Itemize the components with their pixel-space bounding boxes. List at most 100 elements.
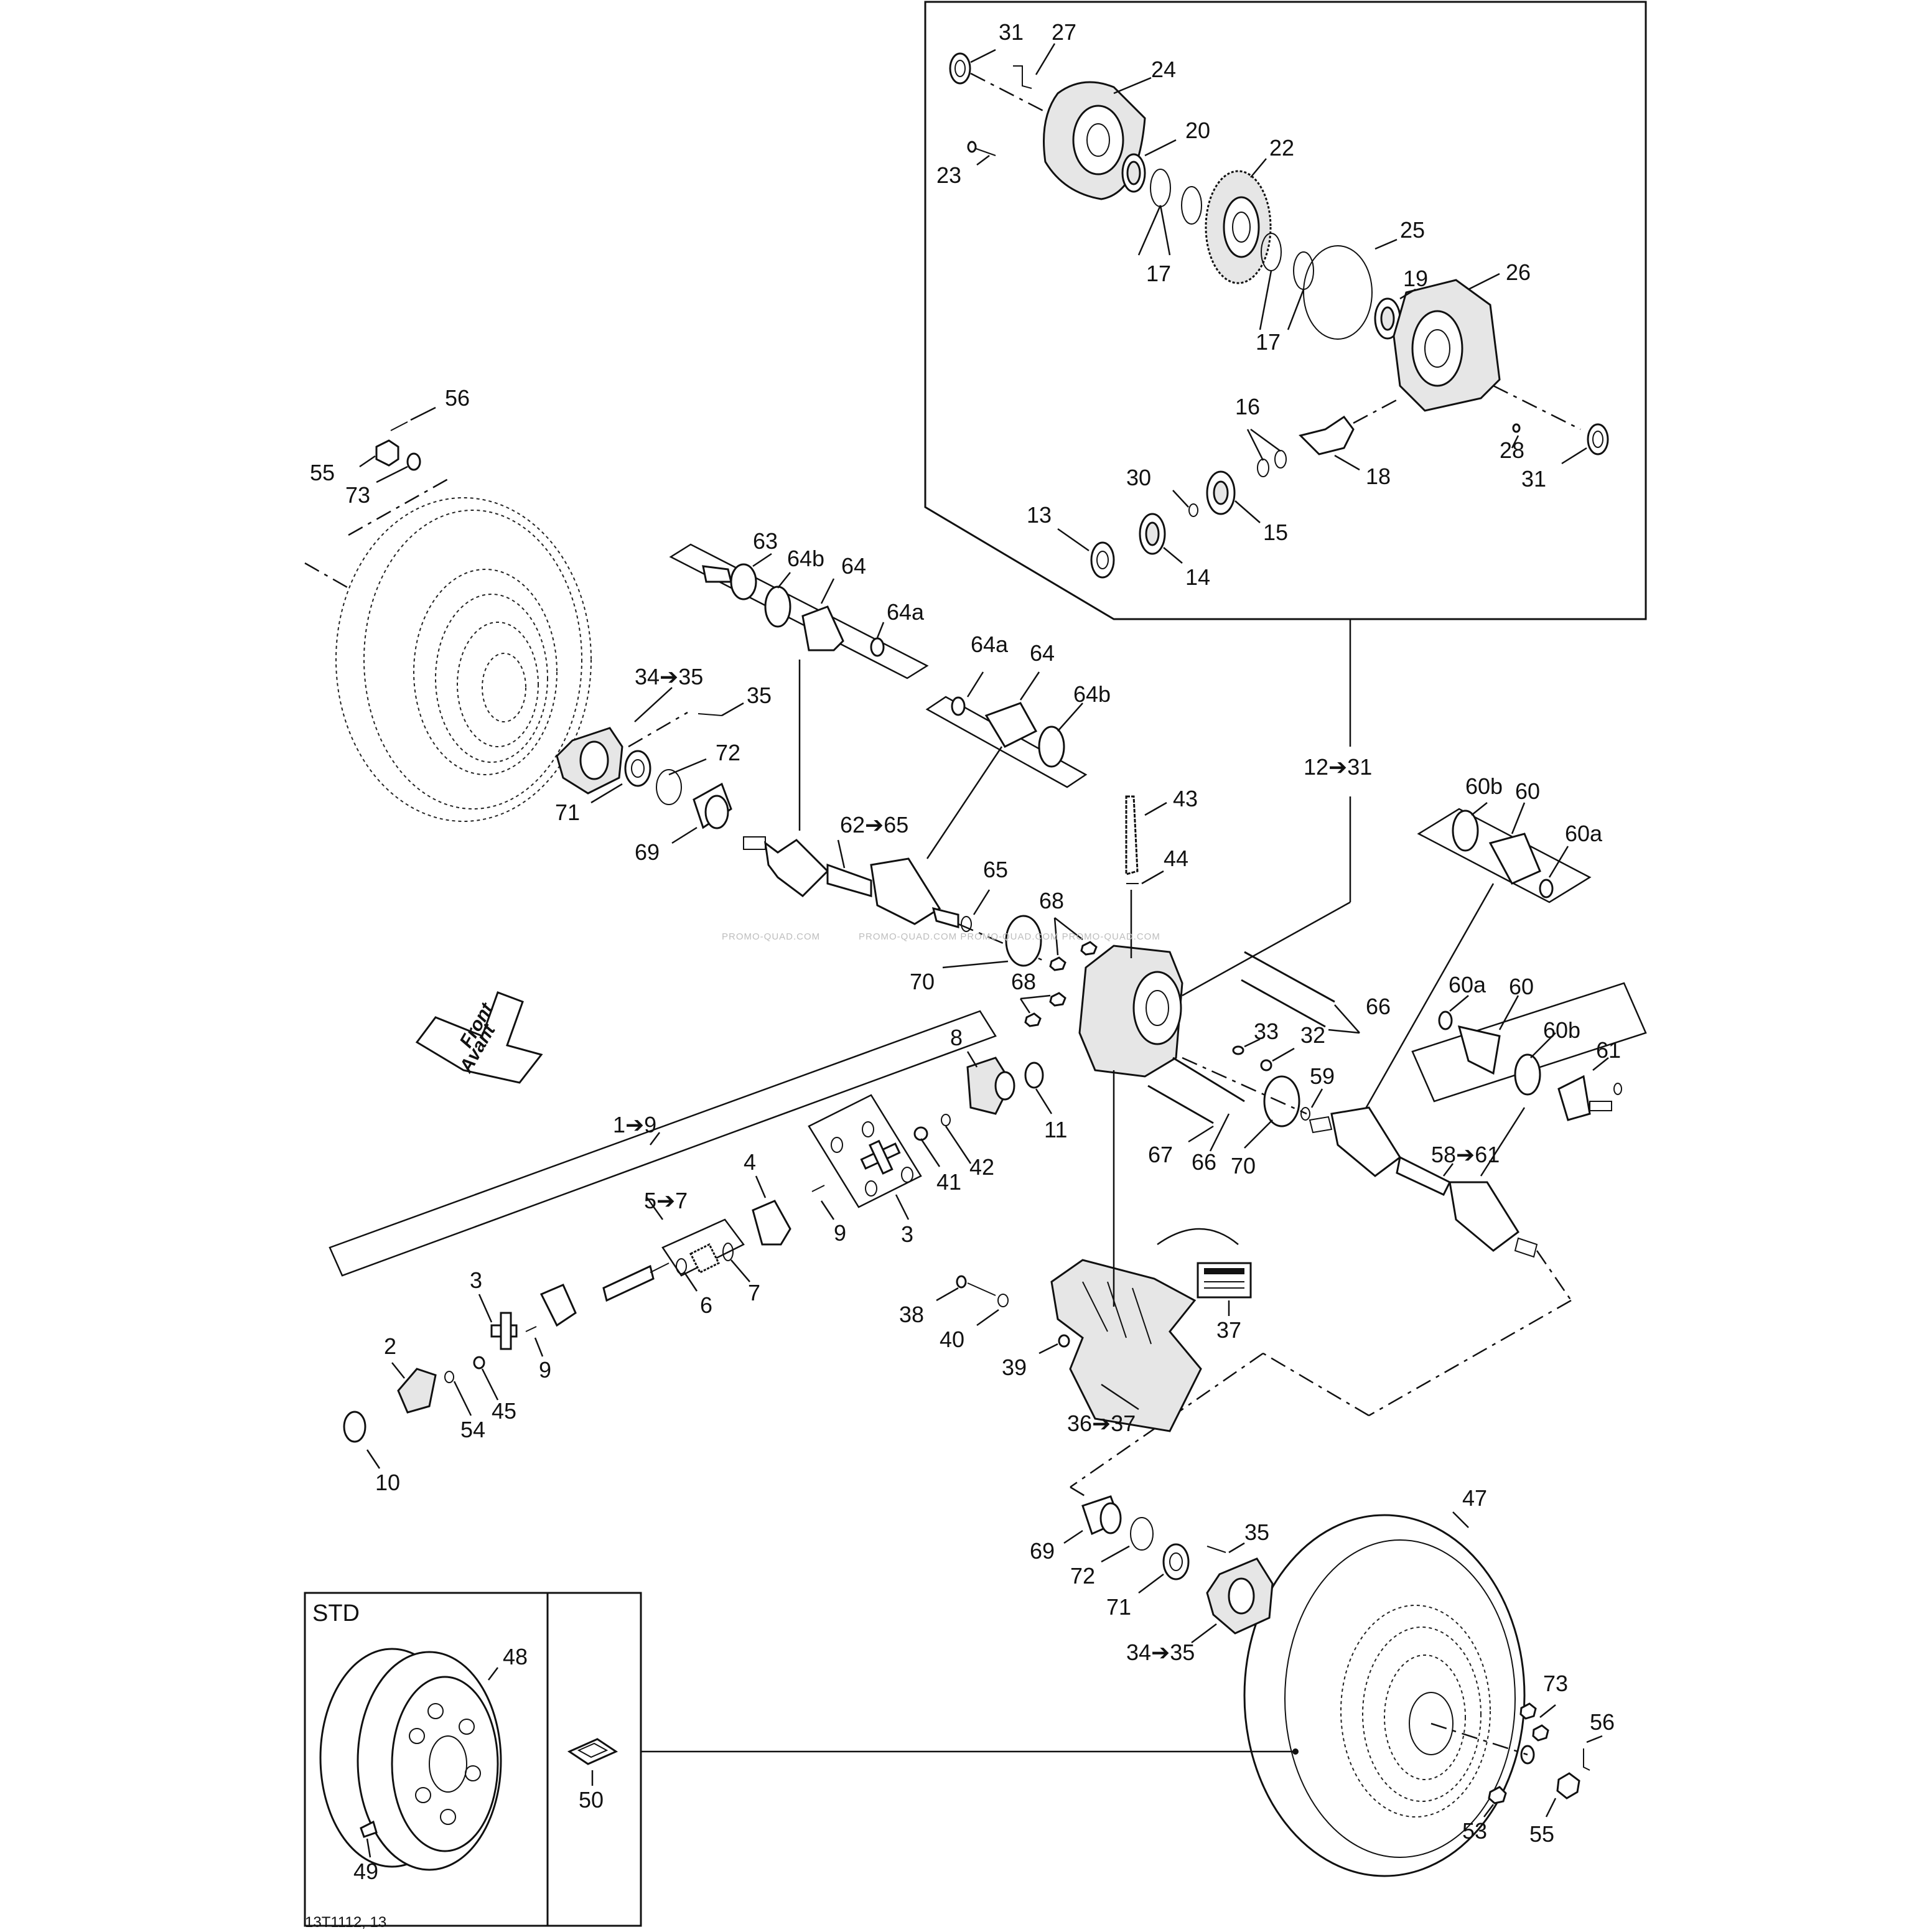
boot-64-lower <box>984 702 1038 748</box>
seal-70-upper <box>1005 915 1042 967</box>
label-71b: 71 <box>1106 1594 1131 1620</box>
label-60b-b: 60b <box>1543 1017 1580 1043</box>
label-4: 4 <box>744 1149 756 1175</box>
label-1-9: 1➔9 <box>613 1112 656 1137</box>
clamp-64b-lower <box>1038 726 1065 768</box>
label-54: 54 <box>460 1417 485 1442</box>
label-35a: 35 <box>747 683 772 708</box>
label-33: 33 <box>1254 1019 1279 1044</box>
nut-68b <box>1049 956 1066 971</box>
label-64a-b: 64a <box>971 632 1009 657</box>
nut-73-right-upper <box>1519 1702 1537 1720</box>
std-label: STD <box>312 1600 360 1626</box>
propeller-shaft <box>539 1262 670 1327</box>
label-3b: 3 <box>470 1267 482 1293</box>
bearing-69-left <box>693 782 732 829</box>
label-31a: 31 <box>999 19 1024 45</box>
label-2: 2 <box>384 1333 396 1359</box>
label-30: 30 <box>1126 465 1151 490</box>
label-69b: 69 <box>1030 1538 1055 1564</box>
o-ring-72-right <box>1130 1517 1154 1551</box>
label-61: 61 <box>1596 1037 1621 1063</box>
right-wheel-47 <box>1243 1514 1526 1877</box>
label-28: 28 <box>1500 437 1524 463</box>
label-60a-b: 60a <box>1449 972 1486 997</box>
clamp-60a-lower <box>1438 1010 1453 1030</box>
clamp-60a-upper <box>1539 879 1554 898</box>
o-ring-72-left <box>656 769 682 805</box>
yoke-8 <box>966 1057 1015 1115</box>
label-53: 53 <box>1462 1818 1487 1844</box>
label-66b: 66 <box>1192 1149 1216 1175</box>
clamp-64a-upper <box>870 637 885 657</box>
cover-24 <box>1043 81 1146 200</box>
label-56b: 56 <box>1590 1709 1615 1735</box>
label-8: 8 <box>950 1025 963 1050</box>
washer-40 <box>997 1294 1009 1307</box>
ring-65 <box>961 916 972 932</box>
label-11: 11 <box>1044 1117 1067 1142</box>
nut-68d <box>1024 1012 1042 1027</box>
label-56a: 56 <box>445 385 470 411</box>
washer-73-left <box>406 452 421 471</box>
label-7: 7 <box>748 1280 760 1305</box>
differential-housing <box>1078 945 1183 1078</box>
label-64a-a: 64a <box>887 599 925 625</box>
label-69a: 69 <box>635 839 660 865</box>
nut-55-right <box>1556 1772 1580 1799</box>
yoke-2 <box>397 1368 437 1414</box>
decal-50 <box>567 1738 618 1765</box>
label-40: 40 <box>940 1327 964 1352</box>
clamp-64a-lower <box>951 696 966 716</box>
washer-42 <box>941 1114 951 1126</box>
seal-70-lower <box>1263 1075 1300 1127</box>
label-6: 6 <box>700 1292 712 1318</box>
boot-64-upper <box>801 605 844 651</box>
label-64b-b: 64b <box>1073 681 1111 707</box>
label-66a: 66 <box>1366 994 1391 1019</box>
label-39: 39 <box>1002 1355 1027 1380</box>
label-71a: 71 <box>555 800 580 825</box>
label-26: 26 <box>1506 259 1531 285</box>
label-31b: 31 <box>1521 466 1546 492</box>
label-60b-a: 60b <box>1465 773 1503 799</box>
label-38: 38 <box>899 1302 924 1327</box>
shim-16b <box>1274 450 1287 469</box>
label-22: 22 <box>1269 135 1294 161</box>
label-50: 50 <box>579 1787 604 1813</box>
boot-6 <box>676 1243 721 1274</box>
label-62-65: 62➔65 <box>840 812 908 838</box>
shim-16a <box>1257 459 1269 477</box>
seal-31-top <box>949 52 971 85</box>
nut-68a <box>1080 941 1098 956</box>
label-49: 49 <box>353 1859 378 1884</box>
label-44: 44 <box>1164 846 1188 871</box>
label-72b: 72 <box>1070 1563 1095 1589</box>
screw-28 <box>1512 423 1521 433</box>
label-14: 14 <box>1185 564 1210 590</box>
label-32: 32 <box>1300 1022 1325 1048</box>
ring-30 <box>1188 503 1198 517</box>
bracket-60-upper <box>1417 808 1592 903</box>
bracket-1-9 <box>329 1010 997 1277</box>
label-43: 43 <box>1173 786 1198 811</box>
label-17b: 17 <box>1256 329 1281 355</box>
label-58-61: 58➔61 <box>1431 1142 1500 1167</box>
label-70a: 70 <box>910 969 935 994</box>
cv-joint-61 <box>1557 1075 1622 1121</box>
label-68a: 68 <box>1039 888 1064 913</box>
label-16: 16 <box>1235 394 1260 419</box>
bearing-20 <box>1121 153 1146 193</box>
label-13: 13 <box>1027 502 1052 528</box>
label-15: 15 <box>1263 520 1288 545</box>
label-9a: 9 <box>834 1220 846 1246</box>
label-36-37: 36➔37 <box>1067 1411 1136 1436</box>
differential-detail-frame <box>924 1 1647 620</box>
ring-59 <box>1300 1107 1310 1121</box>
cv-joint-63 <box>702 563 757 600</box>
label-73b: 73 <box>1543 1671 1568 1696</box>
label-67: 67 <box>1148 1142 1173 1167</box>
label-18: 18 <box>1366 464 1391 489</box>
stud-35-left <box>698 713 722 716</box>
